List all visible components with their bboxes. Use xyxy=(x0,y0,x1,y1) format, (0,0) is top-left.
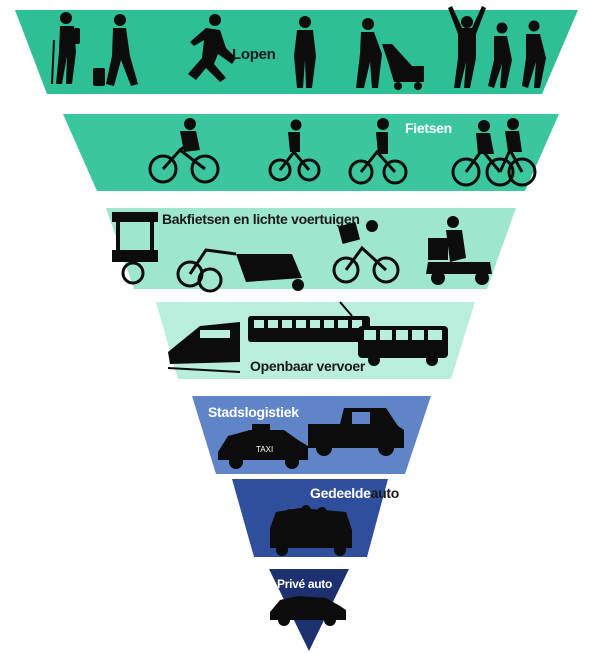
tier-cargo-bikes-label: Bakfietsen en lichte voertuigen xyxy=(162,211,360,227)
tier-cycling-label: Fietsen xyxy=(405,120,452,136)
food-cart-icon xyxy=(112,212,158,285)
tier-shared-car-label: Gedeeldeauto xyxy=(310,485,399,501)
hiker-icon xyxy=(51,12,80,85)
tier-walking xyxy=(15,6,578,94)
runner-icon xyxy=(188,14,236,82)
tier-shared-car-label-part1: Gedeelde xyxy=(310,485,371,501)
tier-private-car xyxy=(269,569,349,651)
tier-shared-car-label-part2: auto xyxy=(370,485,400,501)
pickup-truck-icon xyxy=(308,408,404,456)
joggers-icon xyxy=(488,20,546,88)
tier-shared-car xyxy=(232,479,388,557)
delivery-scooter-icon xyxy=(426,216,492,285)
tier-cargo-bikes xyxy=(106,208,516,293)
celebrating-person-icon xyxy=(448,6,486,88)
tier-private-car-label: Privé auto xyxy=(277,577,333,591)
tier-cycling xyxy=(63,114,559,191)
tram-icon xyxy=(248,301,370,342)
tier-public-transport-label: Openbaar vervoer xyxy=(250,358,366,374)
shared-car-icon xyxy=(270,505,352,556)
cargo-bike-icon xyxy=(176,248,304,293)
commuter-cyclist-icon xyxy=(348,149,408,185)
taxi-icon xyxy=(218,424,308,469)
tier-walking-label: Lopen xyxy=(232,46,276,63)
bus-icon xyxy=(358,326,448,366)
tier-city-logistics-label: Stadslogistiek xyxy=(208,404,299,420)
traveler-with-suitcase-icon xyxy=(93,14,138,86)
tier-city-logistics: TAXI xyxy=(192,396,431,474)
private-car-icon xyxy=(270,596,346,626)
tier-public-transport xyxy=(156,301,475,379)
high-speed-train-icon xyxy=(167,322,241,373)
taxi-sign: TAXI xyxy=(256,445,273,454)
parent-with-stroller-icon xyxy=(356,18,424,90)
delivery-cyclist-icon xyxy=(332,220,400,284)
walker-icon xyxy=(294,16,316,88)
